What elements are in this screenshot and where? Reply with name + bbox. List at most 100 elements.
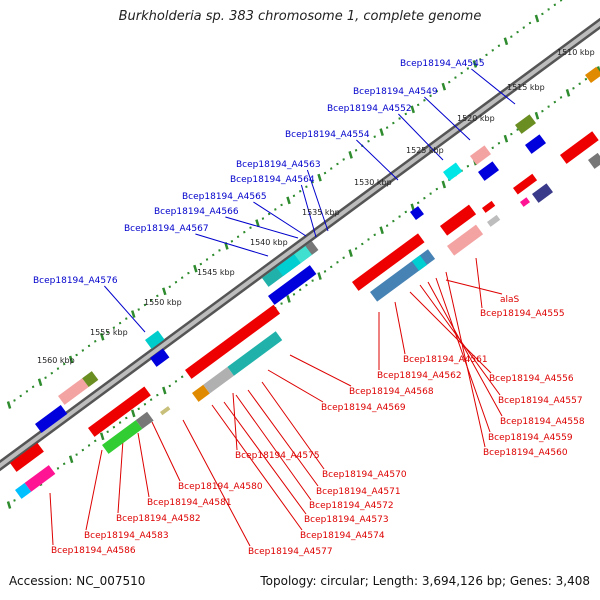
ruler-tick-upper — [472, 60, 478, 68]
reverse-gene-label: Bcep18194_A4581 — [147, 498, 232, 508]
forward-gene-label: Bcep18194_A4565 — [182, 192, 267, 202]
gene-block-fwd-6 — [268, 265, 317, 305]
ruler-tick-upper — [168, 285, 172, 289]
ruler-tick-upper — [174, 280, 178, 284]
reverse-leader-line — [261, 381, 325, 470]
ruler-tick-upper — [261, 217, 265, 220]
ruler-tick-lower — [584, 77, 588, 81]
gene-block-rev-12 — [482, 200, 496, 213]
ruler-tick-upper — [81, 349, 85, 352]
forward-gene-label: Bcep18194_A4564 — [230, 175, 315, 185]
ruler-tick-upper — [342, 158, 345, 161]
forward-gene-label: Bcep18194_A4566 — [154, 207, 239, 217]
ruler-tick-upper — [230, 240, 234, 243]
reverse-leader-line — [137, 432, 150, 498]
ruler-tick-upper — [298, 189, 302, 193]
ruler-label: 1510 kbp — [557, 48, 595, 57]
ruler-label: 1515 kbp — [507, 83, 545, 92]
ruler-tick-lower — [534, 111, 540, 120]
ruler-tick-upper — [416, 103, 420, 107]
ruler-tick-lower — [385, 224, 389, 227]
ruler-tick-upper — [162, 287, 167, 296]
forward-leader-line — [424, 96, 471, 141]
ruler-tick-upper — [528, 21, 532, 25]
ruler-tick-upper — [56, 367, 60, 370]
ruler-tick-upper — [354, 149, 358, 152]
ruler-tick-lower — [541, 109, 544, 113]
ruler-tick-lower — [491, 146, 494, 150]
ruler-tick-upper — [44, 376, 47, 380]
reverse-leader-line — [394, 301, 406, 355]
ruler-tick-lower — [125, 416, 128, 420]
gene-block-fwd-7 — [410, 206, 424, 221]
ruler-tick-upper — [19, 394, 22, 398]
ruler-tick-lower — [174, 380, 178, 383]
ruler-tick-upper — [31, 385, 35, 389]
ruler-tick-lower — [168, 384, 172, 388]
ruler-tick-upper — [280, 203, 283, 207]
reverse-leader-line — [182, 419, 251, 547]
ruler-label: 1525 kbp — [406, 146, 444, 155]
reverse-leader-line — [267, 369, 324, 403]
ruler-tick-upper — [267, 212, 271, 216]
ruler-tick-upper — [118, 321, 122, 325]
forward-gene-label: Bcep18194_A4567 — [124, 224, 209, 234]
ruler-tick-lower — [342, 256, 345, 260]
ruler-tick-lower — [81, 448, 85, 452]
ruler-tick-upper — [336, 162, 339, 166]
ruler-tick-lower — [398, 215, 401, 218]
ruler-tick-upper — [503, 37, 509, 46]
reverse-gene-label: Bcep18194_A4583 — [84, 531, 169, 541]
ruler-tick-upper — [180, 276, 184, 279]
ruler-tick-upper — [329, 167, 333, 170]
forward-leader-line — [306, 169, 329, 232]
ruler-tick-upper — [379, 128, 384, 137]
gene-block-rev-3 — [88, 386, 151, 437]
ruler-tick-lower — [317, 272, 322, 280]
ruler-tick-upper — [286, 196, 291, 205]
ruler-tick-upper — [392, 121, 395, 125]
ruler-tick-lower — [56, 467, 60, 470]
ruler-tick-upper — [75, 353, 78, 357]
gene-block-fwd-8 — [443, 162, 463, 181]
ruler-tick-upper — [429, 94, 432, 98]
ruler-tick-upper — [510, 35, 513, 38]
reverse-leader-line — [211, 404, 303, 531]
reverse-gene-label: Bcep18194_A4577 — [248, 547, 333, 557]
gene-block-rev-13 — [487, 214, 501, 227]
ruler-tick-lower — [565, 89, 571, 97]
reverse-leader-line — [232, 392, 238, 451]
ruler-tick-lower — [367, 238, 370, 241]
gene-block-rev-6 — [192, 331, 283, 402]
reverse-gene-label: alaS — [500, 295, 520, 305]
ruler-tick-upper — [516, 30, 519, 34]
gene-block-fwd-12 — [525, 134, 547, 154]
gene-block-fwd-10 — [478, 161, 500, 181]
ruler-tick-upper — [249, 226, 252, 229]
ruler-tick-upper — [373, 135, 376, 138]
ruler-tick-lower — [429, 192, 432, 195]
reverse-gene-label: Bcep18194_A4569 — [321, 403, 406, 413]
ruler-tick-upper — [243, 230, 246, 234]
gene-block-fwd-11 — [515, 114, 537, 134]
ruler-tick-upper — [112, 326, 116, 329]
ruler-tick-upper — [6, 401, 12, 409]
ruler-tick-upper — [13, 399, 16, 402]
gene-block-fwd-2 — [35, 405, 68, 433]
ruler-tick-upper — [156, 294, 159, 298]
reverse-gene-label: Bcep18194_A4560 — [483, 448, 568, 458]
ruler-tick-upper — [62, 362, 66, 366]
ruler-tick-upper — [460, 71, 463, 75]
ruler-tick-upper — [93, 340, 97, 343]
ruler-tick-lower — [516, 128, 519, 131]
ruler-tick-lower — [305, 283, 308, 287]
forward-leader-line — [398, 113, 444, 161]
ruler-tick-lower — [348, 249, 353, 258]
ruler-tick-lower — [416, 201, 420, 205]
ruler-tick-lower — [466, 164, 470, 168]
topology-text: Topology: circular; Length: 3,694,126 bp… — [260, 574, 590, 588]
ruler-label: 1540 kbp — [250, 238, 288, 247]
genome-title: Burkholderia sp. 383 chromosome 1, compl… — [118, 9, 482, 24]
ruler-label: 1520 kbp — [457, 114, 495, 123]
